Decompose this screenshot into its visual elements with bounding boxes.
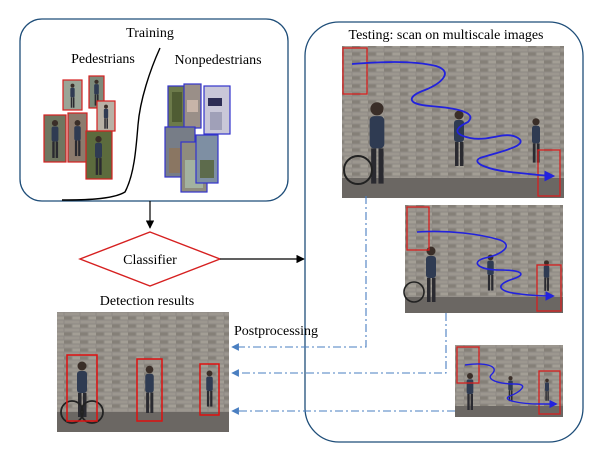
scan-window-start (342, 47, 368, 95)
detection-box (199, 363, 220, 416)
scan-path (464, 363, 558, 409)
nonpedestrian-thumbnail (203, 85, 231, 135)
training-title: Training (126, 26, 174, 41)
nonpedestrian-thumbnail (195, 134, 219, 184)
pedestrian-thumbnail (85, 130, 113, 180)
nonpedestrian-thumbnail (183, 83, 202, 129)
scale-image-large (342, 46, 564, 198)
classifier-label: Classifier (123, 253, 177, 268)
scale-image-medium (403, 205, 563, 313)
bicycle-wheel (60, 400, 84, 424)
nonpedestrian-samples (164, 83, 231, 193)
scale-image-small (455, 345, 563, 417)
bicycle-wheel (403, 281, 425, 303)
bicycle-wheel (343, 155, 373, 185)
testing-title: Testing: scan on multiscale images (349, 28, 544, 43)
scan-window-start (456, 346, 480, 384)
postprocessing-label: Postprocessing (234, 324, 318, 339)
pedestrian-thumbnail (96, 100, 116, 132)
large-to-detection-arrow (231, 196, 367, 351)
detection-title: Detection results (100, 294, 194, 309)
pedestrian-thumbnail (43, 114, 67, 163)
training-panel: Training Pedestrians Nonpedestrians (19, 18, 289, 202)
pedestrian-thumbnail (62, 79, 83, 111)
detection-box (136, 358, 163, 422)
scan-path (416, 230, 555, 301)
bicycle-wheel (80, 400, 104, 424)
detection-box (66, 354, 98, 422)
scan-window-start (406, 206, 430, 251)
medium-to-detection-arrow (231, 313, 447, 377)
pedestrian-samples (43, 75, 116, 180)
classifier-node: Classifier (78, 231, 222, 287)
postprocessing-arrows (231, 196, 455, 415)
nonpedestrians-label: Nonpedestrians (174, 53, 261, 68)
scan-window-end (537, 149, 561, 197)
separator-curve (61, 47, 161, 201)
detection-result-image (57, 312, 229, 432)
pedestrians-label: Pedestrians (71, 52, 135, 67)
pedestrian-thumbnail (67, 112, 88, 163)
scan-window-end (538, 370, 561, 415)
scan-path (351, 61, 556, 182)
scan-window-end (536, 264, 562, 312)
